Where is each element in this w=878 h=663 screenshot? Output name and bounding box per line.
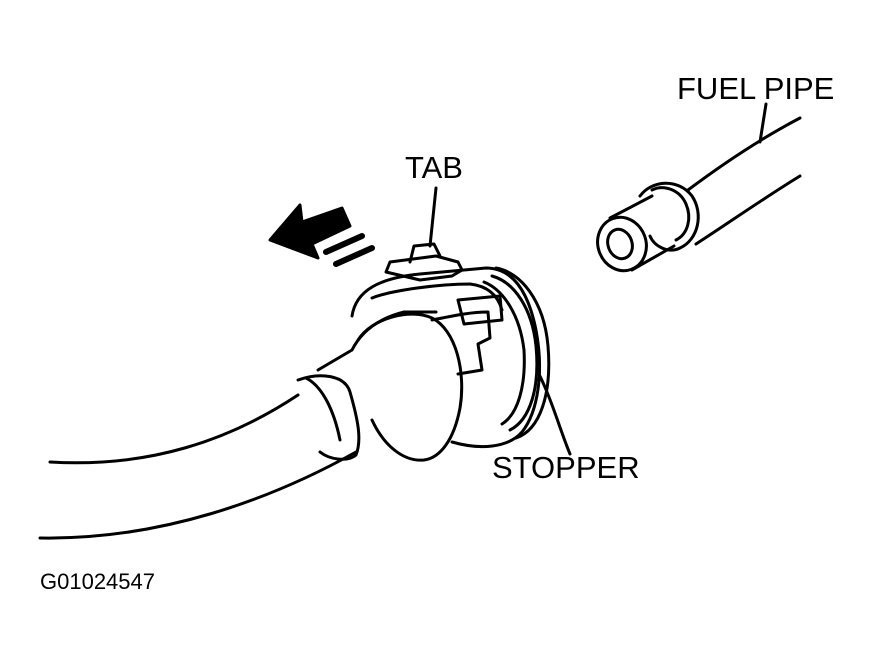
connector-tab <box>384 186 464 282</box>
pipe-upper-edge <box>686 116 802 192</box>
arrow-head <box>268 203 352 260</box>
hose-collar-inner <box>304 376 342 442</box>
pipe-end-inner <box>606 227 634 261</box>
connector-neck <box>316 310 438 372</box>
connector-slot <box>456 294 504 326</box>
pipe-lower-edge <box>694 174 802 246</box>
hose-upper-edge <box>48 393 300 465</box>
figure-id-label: G01024547 <box>40 569 155 594</box>
fuel-pipe-label: FUEL PIPE <box>677 71 835 106</box>
stopper-leader <box>536 370 572 456</box>
push-direction-arrow <box>268 203 375 267</box>
fuel-pipe-leader <box>758 102 768 144</box>
pipe-bead <box>638 181 700 252</box>
tab-label: TAB <box>405 150 463 185</box>
stopper-ring-inner <box>482 280 526 426</box>
hose-lower-edge <box>38 450 358 540</box>
connector-front-face <box>356 312 464 462</box>
stopper-ring-middle <box>490 274 539 432</box>
stopper-rings <box>482 266 572 456</box>
quick-connector <box>316 266 542 462</box>
stopper-label: STOPPER <box>492 450 640 485</box>
tab-body <box>384 254 464 282</box>
stopper-ring-outer <box>494 266 551 440</box>
arrow-stripe-2 <box>333 245 375 267</box>
tab-top <box>408 242 442 264</box>
pipe-end-outer <box>596 215 648 273</box>
connector-body-outline <box>350 266 542 449</box>
arrow-stripe-1 <box>323 233 365 255</box>
connector-window <box>430 310 492 376</box>
hose-collar <box>296 374 361 461</box>
tab-leader <box>428 186 438 248</box>
fuel-pipe <box>596 102 802 273</box>
pipe-bead-inner <box>650 186 691 242</box>
fuel-hose <box>38 374 361 540</box>
